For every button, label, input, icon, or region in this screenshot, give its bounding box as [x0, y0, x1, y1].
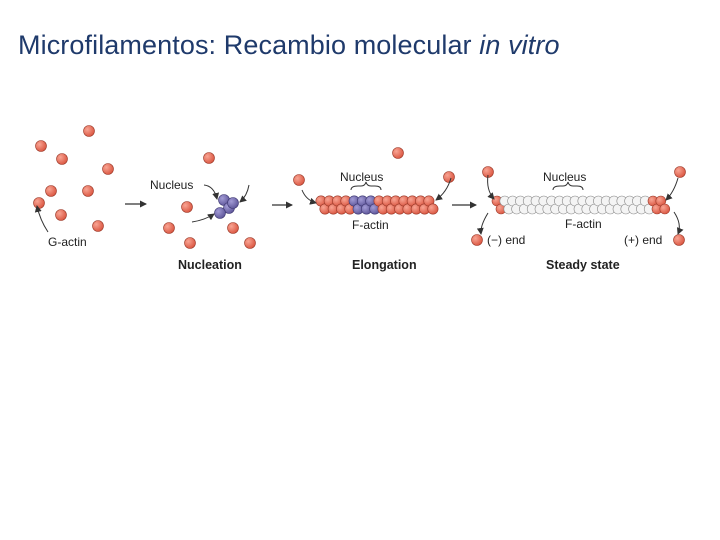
- g-actin-monomer: [293, 174, 305, 186]
- nucleus-label-2: Nucleus: [340, 170, 383, 184]
- nucleation-monomers: [163, 152, 256, 249]
- g-actin-monomer: [163, 222, 175, 234]
- nucleus-brace-2: [350, 181, 382, 191]
- nucleus-label-3: Nucleus: [543, 170, 586, 184]
- nucleus-monomer: [227, 197, 239, 209]
- g-actin-monomer: [92, 220, 104, 232]
- g-actin-monomer: [244, 237, 256, 249]
- minus-end-label: (−) end: [487, 233, 525, 247]
- nucleation-pointer-a: [239, 184, 250, 203]
- stage-label-nucleation: Nucleation: [178, 258, 242, 272]
- title-italic-text: in vitro: [479, 30, 560, 60]
- stage-label-elongation: Elongation: [352, 258, 417, 272]
- f-actin-label-2: F-actin: [565, 217, 602, 231]
- g-actin-monomer: [56, 153, 68, 165]
- slide-title: Microfilamentos: Recambio molecular in v…: [18, 30, 560, 61]
- nucleus-brace-3: [552, 181, 584, 191]
- steady-pointer-out-right: [673, 211, 684, 235]
- nucleus-pointer-1: [203, 184, 220, 200]
- stage-label-steady-state: Steady state: [546, 258, 620, 272]
- g-actin-monomer: [45, 185, 57, 197]
- plus-end-label: (+) end: [624, 233, 662, 247]
- nucleus-cluster: [214, 194, 239, 219]
- g-actin-monomer: [55, 209, 67, 221]
- nucleus-monomer: [214, 207, 226, 219]
- g-actin-monomer: [184, 237, 196, 249]
- g-actin-monomer: [227, 222, 239, 234]
- steady-state-filament: [491, 195, 671, 215]
- g-actin-monomer: [102, 163, 114, 175]
- elongation-free-monomers: [293, 147, 455, 186]
- g-actin-monomer: [82, 185, 94, 197]
- steady-pointer-in-left: [487, 174, 495, 200]
- g-actin-monomer: [181, 201, 193, 213]
- g-actin-monomer: [673, 234, 685, 246]
- elongation-pointer-right: [435, 177, 452, 201]
- g-actin-monomer: [443, 171, 455, 183]
- f-actin-subunit: [427, 203, 439, 215]
- nucleus-label-1: Nucleus: [150, 178, 193, 192]
- elongation-filament: [315, 195, 439, 215]
- title-main-text: Microfilamentos: Recambio molecular: [18, 30, 480, 60]
- g-actin-pointer: [34, 205, 49, 233]
- g-actin-monomers: [33, 125, 114, 232]
- g-actin-monomer: [35, 140, 47, 152]
- g-actin-monomer: [659, 203, 671, 215]
- g-actin-monomer: [471, 234, 483, 246]
- steady-state-free-monomers: [471, 166, 686, 246]
- nucleation-pointer-b: [191, 213, 215, 223]
- steady-pointer-out-left: [476, 212, 489, 235]
- g-actin-monomer: [203, 152, 215, 164]
- elongation-pointer-left: [301, 189, 317, 205]
- steady-pointer-in-right: [665, 177, 679, 201]
- f-actin-label-1: F-actin: [352, 218, 389, 232]
- g-actin-monomer: [83, 125, 95, 137]
- g-actin-monomer: [33, 197, 45, 209]
- g-actin-monomer: [674, 166, 686, 178]
- g-actin-label: G-actin: [48, 235, 87, 249]
- g-actin-monomer: [392, 147, 404, 159]
